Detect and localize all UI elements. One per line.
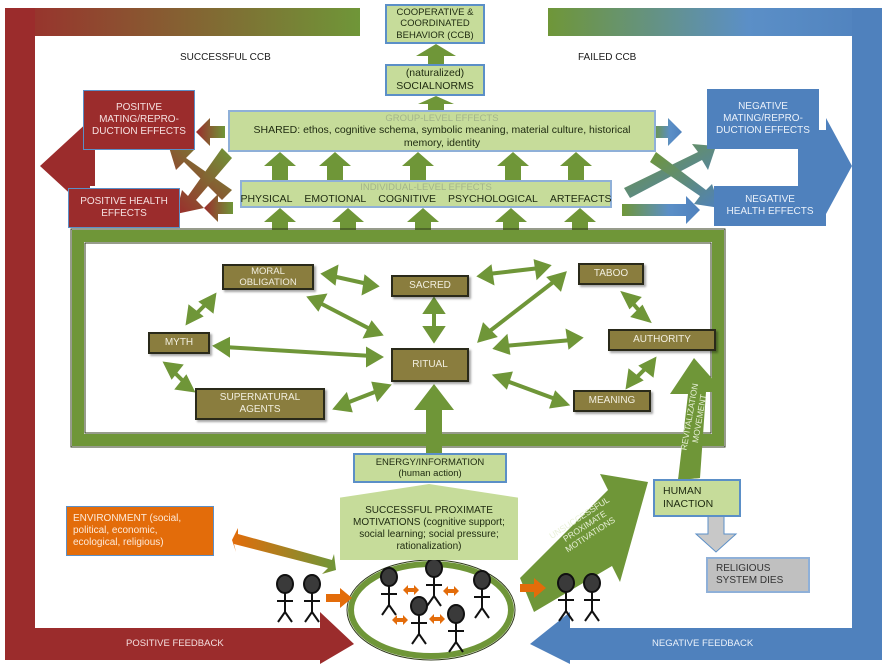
community-ellipse: [348, 561, 514, 659]
negative-feedback-label: NEGATIVE FEEDBACK: [652, 638, 754, 649]
arrow-ritual-taboo: [477, 271, 567, 343]
failed-ccb-loop: [548, 8, 882, 628]
successful-ccb-loop: [5, 8, 360, 628]
religious-system-dies-label: RELIGIOUS SYSTEM DIES: [716, 563, 784, 586]
successful-motivations-box: [340, 484, 518, 560]
successful-ccb-top-bar: [5, 8, 360, 36]
node-taboo: TABOO: [578, 263, 644, 285]
negative-health-effects-box: NEGATIVE HEALTH EFFECTS: [714, 186, 826, 226]
individual-level-effects-box: INDIVIDUAL-LEVEL EFFECTS PHYSICAL EMOTIO…: [240, 180, 612, 208]
positive-mating-effects-box: POSITIVE MATING/REPRO-DUCTION EFFECTS: [83, 90, 195, 150]
negative-mating-effects-box: NEGATIVE MATING/REPRO-DUCTION EFFECTS: [707, 89, 819, 149]
energy-to-ritual-arrow: [414, 384, 454, 454]
people-into-community-arrow: [326, 588, 352, 608]
positive-health-effects-box: POSITIVE HEALTH EFFECTS: [68, 188, 180, 228]
arrow-sacred-taboo: [476, 259, 552, 286]
relation-arrows: [162, 259, 657, 413]
node-myth: MYTH: [148, 332, 210, 354]
node-sacred: SACRED: [391, 275, 469, 297]
successful-ccb-left-bar: [5, 8, 35, 628]
successful-motivations-text: SUCCESSFUL PROXIMATE MOTIVATIONS (cognit…: [353, 505, 505, 552]
node-meaning: MEANING: [573, 390, 651, 412]
norms-to-ccb-arrow: [416, 44, 456, 64]
failed-ccb-right-bar: [852, 8, 882, 628]
arrow-moral-ritual: [306, 293, 384, 339]
social-norms-line1: (naturalized): [405, 67, 465, 80]
religious-system-frame: [72, 230, 724, 446]
social-norms-line2: SOCIALNORMS: [396, 80, 474, 92]
node-ritual: RITUAL: [391, 348, 469, 382]
human-inaction-label: HUMAN INACTION: [663, 485, 714, 510]
social-norms-box: (naturalized) SOCIALNORMS: [385, 64, 485, 96]
individual-item: PSYCHOLOGICAL: [448, 193, 538, 206]
failed-ccb-top-bar: [548, 8, 882, 36]
religion-to-individual-arrows: [264, 208, 596, 234]
cross-arrow-to-positive-health: [176, 148, 232, 214]
group-level-text: SHARED: ethos, cognitive schema, symboli…: [253, 124, 631, 149]
inaction-to-dies-arrow: [694, 515, 738, 553]
individual-item: EMOTIONAL: [304, 193, 367, 206]
individual-level-items: PHYSICAL EMOTIONAL COGNITIVE PSYCHOLOGIC…: [240, 193, 611, 206]
individual-item: ARTEFACTS: [549, 193, 612, 206]
node-authority: AUTHORITY: [608, 329, 716, 351]
successful-ccb-label: SUCCESSFUL CCB: [180, 52, 271, 63]
node-supernatural-agents: SUPERNATURAL AGENTS: [195, 388, 325, 420]
individual-to-group-arrows: [264, 152, 592, 180]
arrow-ritual-authority: [492, 328, 584, 355]
cross-arrow-to-negative-health: [650, 152, 720, 208]
arrow-moral-sacred: [320, 264, 380, 296]
unsuccessful-motivations-arrow: [520, 474, 648, 612]
node-moral-obligation: MORAL OBLIGATION: [222, 264, 314, 290]
individual-to-positive-health-arrow: [204, 194, 233, 222]
environment-interaction-arrow: [232, 528, 336, 574]
group-to-negative-mating-arrow: [652, 118, 682, 146]
human-inaction-box: HUMAN INACTION: [653, 479, 741, 517]
failed-ccb-label: FAILED CCB: [578, 52, 637, 63]
arrow-authority-meaning: [625, 356, 657, 390]
religious-system-dies-box: RELIGIOUS SYSTEM DIES: [706, 557, 810, 593]
group-to-norms-arrow: [418, 96, 454, 110]
group-level-header: GROUP-LEVEL EFFECTS: [385, 112, 499, 124]
group-level-effects-box: GROUP-LEVEL EFFECTS SHARED: ethos, cogni…: [228, 110, 656, 152]
ccb-box: COOPERATIVE & COORDINATED BEHAVIOR (CCB): [385, 4, 485, 44]
arrow-myth-ritual: [212, 336, 384, 368]
arrow-myth-supernatural: [162, 361, 196, 393]
positive-feedback-label: POSITIVE FEEDBACK: [126, 638, 224, 649]
cross-arrow-to-positive-mating: [168, 144, 232, 200]
individual-item: PHYSICAL: [240, 193, 293, 206]
group-to-positive-mating-arrow: [196, 118, 225, 146]
arrow-ritual-meaning: [491, 371, 571, 409]
individual-item: COGNITIVE: [378, 193, 437, 206]
individual-level-header: INDIVIDUAL-LEVEL EFFECTS: [360, 182, 492, 193]
positive-feedback-arrow: [5, 612, 354, 664]
community-to-people-arrow: [520, 578, 546, 598]
environment-box: ENVIRONMENT (social, political, economic…: [66, 506, 214, 556]
arrow-supernatural-ritual: [332, 381, 392, 413]
arrow-taboo-authority: [620, 290, 652, 324]
arrow-myth-moral: [185, 292, 217, 326]
individual-to-negative-health-arrow: [622, 196, 700, 224]
arrow-sacred-ritual: [422, 296, 446, 344]
negative-feedback-arrow: [530, 612, 882, 664]
energy-information-box: ENERGY/INFORMATION (human action): [353, 453, 507, 483]
